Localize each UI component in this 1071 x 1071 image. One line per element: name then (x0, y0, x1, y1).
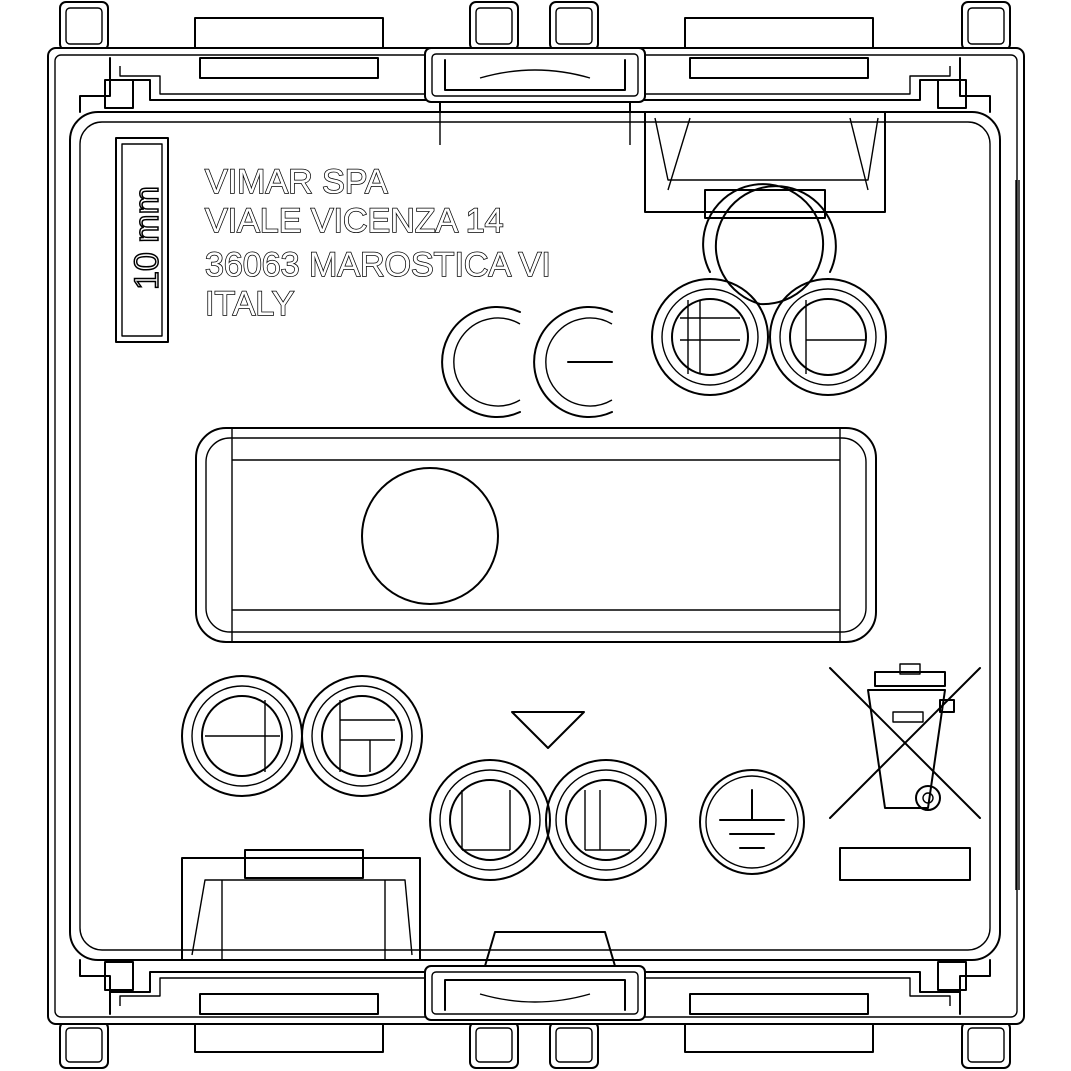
label-line-company: VIMAR SPA (205, 163, 388, 201)
central-window (195, 427, 877, 643)
release-tab-bottom-left (181, 849, 421, 961)
terminal-pair-left (181, 675, 423, 797)
terminal-pair-bottom (429, 759, 667, 881)
ce-mark-icon (441, 306, 613, 418)
triangle-down-icon (511, 711, 585, 749)
earth-ground-icon (699, 769, 805, 875)
strip-length-label: 10 mm (128, 186, 166, 290)
strip-length-gauge: 10 mm (115, 137, 169, 343)
label-line-city: 36063 MAROSTICA VI (205, 246, 551, 284)
bottom-rails (79, 931, 991, 1021)
manufacturer-label: VIMAR SPA VIALE VICENZA 14 36063 MAROSTI… (204, 162, 551, 324)
label-line-country: ITALY (205, 285, 294, 323)
release-tab-top-right (644, 111, 886, 219)
indicator-lens (361, 467, 499, 605)
terminal-pair-top (651, 183, 887, 396)
outer-body (47, 47, 1025, 1025)
crossed-bin-weee-icon (829, 663, 981, 819)
right-edge-hatch (1015, 180, 1020, 890)
rating-plate-blank (839, 847, 971, 881)
top-rails (79, 47, 991, 145)
label-line-street: VIALE VICENZA 14 (205, 202, 504, 240)
